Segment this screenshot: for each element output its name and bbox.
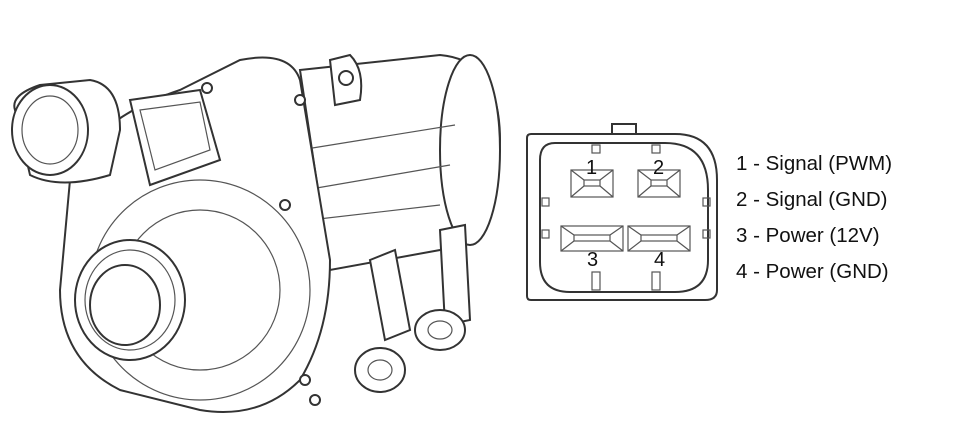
pin-1-terminal <box>570 169 614 198</box>
pin-label-4: 4 <box>654 249 665 271</box>
legend-item-2: 2 - Signal (GND) <box>736 188 888 211</box>
legend-item-3: 3 - Power (12V) <box>736 224 880 247</box>
legend-item-4: 4 - Power (GND) <box>736 260 889 283</box>
pin-label-2: 2 <box>653 157 664 179</box>
pin-4-terminal <box>627 225 691 252</box>
connector-face: 1 2 3 4 <box>526 123 718 301</box>
pinout-legend: 1 - Signal (PWM) 2 - Signal (GND) 3 - Po… <box>736 150 892 294</box>
water-pump-illustration <box>11 53 502 413</box>
legend-item-1: 1 - Signal (PWM) <box>736 152 893 175</box>
pin-label-1: 1 <box>586 157 597 179</box>
pin-2-terminal <box>637 169 681 198</box>
pin-label-3: 3 <box>587 249 598 271</box>
pin-3-terminal <box>560 225 624 252</box>
